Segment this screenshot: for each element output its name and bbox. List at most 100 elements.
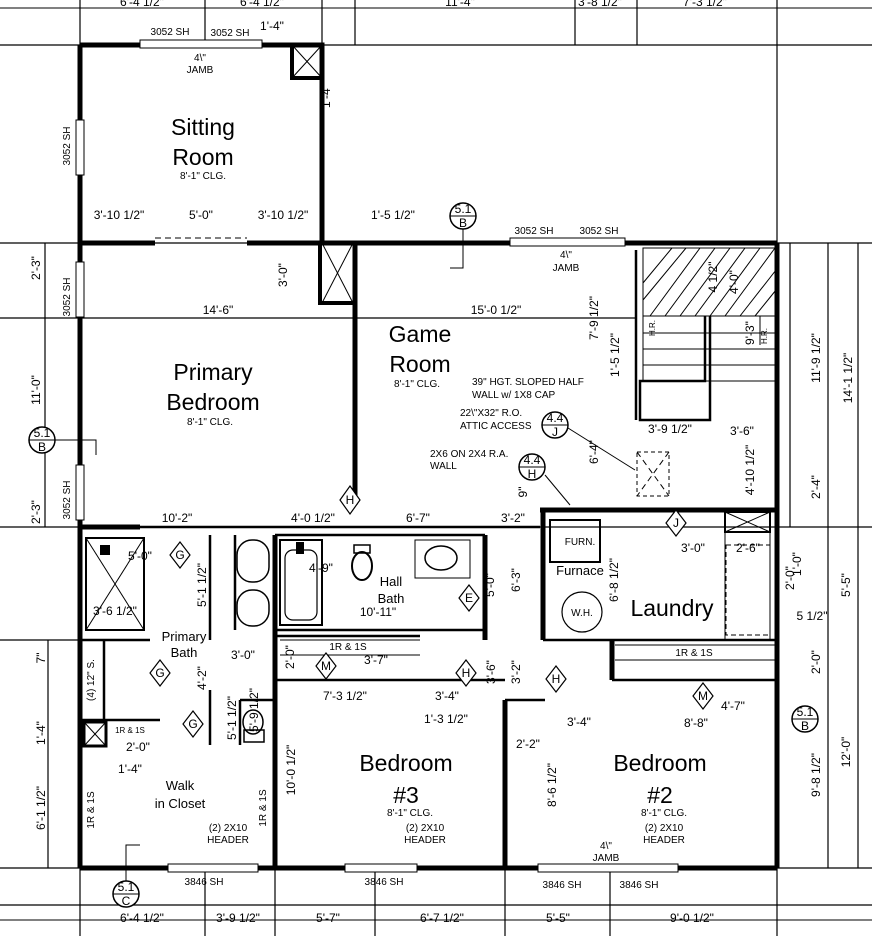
dim-label: 3'-8 1/2"	[578, 0, 622, 9]
door-tag: M	[315, 652, 337, 680]
dim-label: 15'-0 1/2"	[471, 303, 522, 317]
door-tag: G	[149, 659, 171, 687]
ceiling-height: 8'-1" CLG.	[180, 171, 226, 182]
dim-label: 6'-4"	[587, 440, 601, 464]
door-tag: H	[545, 665, 567, 693]
dim-label: 3'-7"	[364, 653, 388, 667]
dim-label: 3'-4"	[435, 689, 459, 703]
dim-label: 2'-3"	[29, 256, 43, 280]
sloped-wall-note: 39" HGT. SLOPED HALF	[472, 377, 584, 388]
section-letter: C	[122, 894, 131, 908]
section-letter: B	[801, 719, 809, 733]
room-name: Room	[389, 351, 450, 377]
door-tag-letter: G	[175, 548, 184, 562]
window-labels: 3052 SH 3052 SH 3052 SH 3052 SH 3052 SH …	[62, 27, 658, 891]
room-name: Game	[389, 321, 452, 347]
dim-label: 4'-0"	[727, 270, 741, 294]
dim-label: 4'-2"	[195, 666, 209, 690]
door-tag: J	[665, 509, 687, 537]
header-note: HEADER	[404, 835, 446, 846]
dim-label: 2'-0"	[809, 650, 823, 674]
door-tag-letter: H	[552, 672, 561, 686]
section-number: 5.1	[797, 705, 814, 719]
dim-label: 6'-4 1/2"	[120, 0, 164, 9]
dim-label: 1'-4"	[319, 84, 333, 108]
door-tags: H G G G J E H H	[149, 484, 714, 738]
shelf-note: 1R & 1S	[115, 726, 145, 735]
door-tag: H	[339, 484, 361, 516]
notes: 4\" JAMB 4\" JAMB 4\" JAMB 39" HGT. SLOP…	[86, 53, 769, 864]
section-tag: 5.1 B	[28, 426, 97, 455]
shelf-note: (4) 12" S.	[86, 659, 97, 701]
stairs	[634, 247, 777, 422]
door-tag: H	[455, 659, 477, 687]
room-name: Laundry	[630, 595, 714, 621]
dim-label: 6'-4 1/2"	[120, 911, 164, 925]
dim-label: 9"	[516, 487, 530, 498]
dim-label: 14'-6"	[203, 303, 234, 317]
room-name: Primary	[173, 359, 253, 385]
dim-label: 1'-5 1/2"	[371, 208, 415, 222]
dim-label: 2'-0"	[783, 566, 797, 590]
dim-label: 1'-3 1/2"	[424, 712, 468, 726]
door-tag: E	[458, 584, 480, 612]
room-name: #3	[393, 782, 419, 808]
dim-label: 5'-0"	[483, 573, 497, 597]
dim-label: 6'-3"	[509, 568, 523, 592]
windows	[75, 39, 679, 873]
jamb-note: 4\"	[600, 841, 612, 852]
dim-label: 5'-1 1/2"	[225, 696, 239, 740]
window-label: 3846 SH	[365, 877, 404, 888]
dim-label: 4'-0 1/2"	[291, 511, 335, 525]
room-name: Hall	[380, 574, 403, 589]
dim-label: 1'-4"	[34, 721, 48, 745]
jamb-note: 4\"	[194, 53, 206, 64]
dim-label: 3'-10 1/2"	[94, 208, 145, 222]
room-name: Room	[172, 144, 233, 170]
dim-label: 2'-3"	[29, 500, 43, 524]
dim-label: 4'-10 1/2"	[743, 445, 757, 496]
header-note: (2) 2X10	[209, 823, 248, 834]
detail-tags: 4.4 J 4.4 H	[518, 411, 636, 506]
door-tag-letter: G	[188, 717, 197, 731]
window-label: 3052 SH	[62, 278, 73, 317]
ceiling-height: 8'-1" CLG.	[394, 379, 440, 390]
section-letter: B	[38, 440, 46, 454]
window-label: 3846 SH	[543, 880, 582, 891]
dim-label: 2'-0"	[126, 740, 150, 754]
dim-label: 6'-7 1/2"	[420, 911, 464, 925]
room-name: Primary	[162, 629, 207, 644]
handrail-note: H.R.	[648, 320, 657, 336]
dim-label: 3'-0"	[681, 541, 705, 555]
dim-label: 5'-0"	[128, 549, 152, 563]
dim-label: 4'-7"	[721, 699, 745, 713]
dim-label: 2'-4"	[809, 475, 823, 499]
door-tag-letter: M	[321, 659, 331, 673]
dim-label: 8'-8"	[684, 716, 708, 730]
room-name: Bath	[171, 645, 198, 660]
window-label: 3846 SH	[185, 877, 224, 888]
room-name: Bedroom	[166, 389, 259, 415]
room-name: #2	[647, 782, 673, 808]
jamb-note: JAMB	[553, 263, 580, 274]
section-tag: 5.1 B	[791, 705, 819, 733]
dim-label: 3'-0"	[276, 263, 290, 287]
door-tag-letter: J	[673, 516, 679, 530]
dim-label: 5'-0"	[189, 208, 213, 222]
section-tag: 5.1 C	[112, 844, 140, 908]
door-tag-letter: E	[465, 591, 473, 605]
dim-label: 7'-3 1/2"	[683, 0, 727, 9]
dim-label: 11'-4"	[445, 0, 475, 9]
interior-walls	[80, 237, 777, 868]
section-number: 5.1	[118, 880, 135, 894]
wall-note: 2X6 ON 2X4 R.A.	[430, 449, 508, 460]
section-letter: B	[459, 216, 467, 230]
dim-label: 3'-6"	[484, 660, 498, 684]
dim-label: 4'-9"	[309, 561, 333, 575]
dim-label: 3'-6 1/2"	[93, 604, 137, 618]
window-label: 3052 SH	[62, 127, 73, 166]
dim-label: 12'-0"	[839, 737, 853, 768]
door-tag: G	[182, 710, 204, 738]
left-dimensions: 2'-3" 11'-0" 2'-3" 7" 1'-4" 6'-1 1/2"	[29, 256, 48, 830]
shelf-note: 1R & 1S	[675, 648, 713, 659]
